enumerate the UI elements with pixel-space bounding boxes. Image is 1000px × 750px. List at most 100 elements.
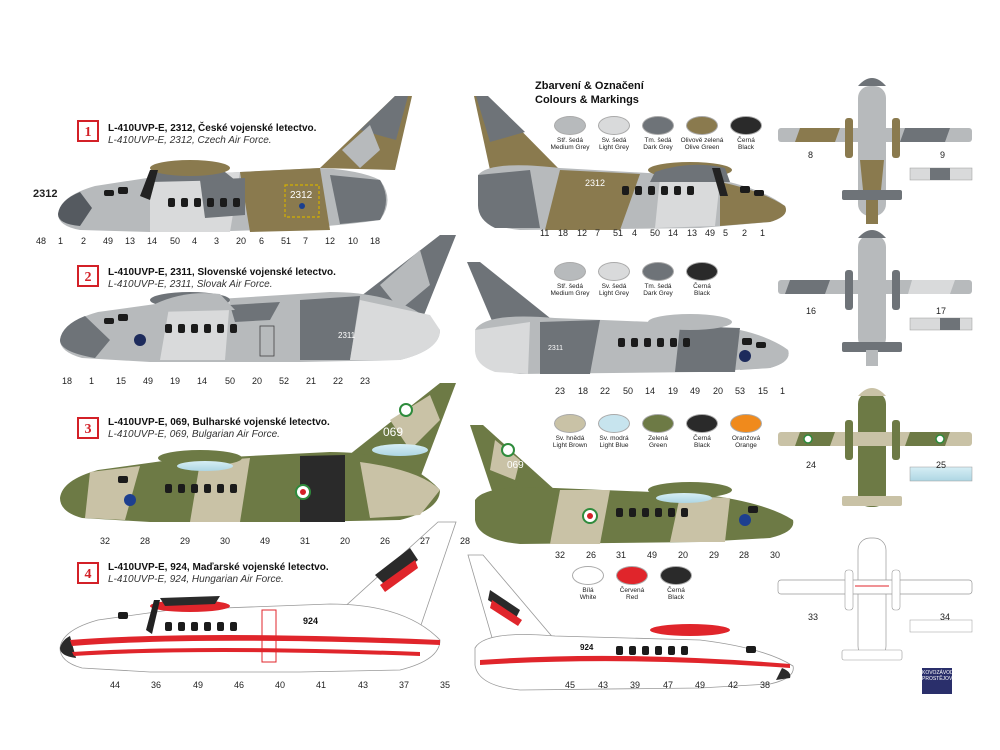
scheme-1-title-en: L-410UVP-E, 2312, Czech Air Force. <box>108 135 272 146</box>
callout-s1_plan-8: 8 <box>808 150 814 160</box>
aircraft-3-right-profile: 069 <box>470 425 794 544</box>
swatch-label-en: Light Grey <box>599 144 629 151</box>
callout-s1_right-49: 49 <box>705 228 716 238</box>
callout-s3_left-49: 49 <box>260 536 271 546</box>
callout-s1_right-12: 12 <box>577 228 588 238</box>
callout-s2_right-19: 19 <box>668 386 679 396</box>
swatch-color-chip <box>616 566 648 585</box>
callout-s1_plan-9: 9 <box>940 150 946 160</box>
swatch-label-cz: Černá <box>737 137 755 144</box>
swatch-label-en: Medium Grey <box>550 144 590 151</box>
swatch-label-en: Black <box>738 144 754 151</box>
aircraft-4-left-profile: 924 <box>59 521 457 673</box>
callout-s2_right-22: 22 <box>600 386 611 396</box>
svg-text:2312: 2312 <box>290 190 313 201</box>
aircraft-2-right-profile: 2311 <box>467 262 789 374</box>
aircraft-1-plan-view <box>778 78 973 224</box>
scheme-4-title-en: L-410UVP-E, 924, Hungarian Air Force. <box>108 574 284 585</box>
swatch-label-en: Orange <box>735 442 757 449</box>
callout-s4_right-38: 38 <box>760 680 771 690</box>
swatch-color-chip <box>554 116 586 135</box>
swatch-color-chip <box>642 414 674 433</box>
legend-heading: Zbarvení & Označení Colours & Markings <box>535 79 644 107</box>
swatch-label-en: Dark Grey <box>643 144 673 151</box>
svg-text:069: 069 <box>507 460 524 471</box>
callout-s1_left-1: 1 <box>58 236 64 246</box>
callout-s4_plan-34: 34 <box>940 612 951 622</box>
callout-s1_right-11: 11 <box>540 228 550 238</box>
callout-s2_right-50: 50 <box>623 386 634 396</box>
callout-s2_right-53: 53 <box>735 386 746 396</box>
callout-s2_left-1: 1 <box>89 376 95 386</box>
callout-s1_right-1: 1 <box>760 228 766 238</box>
callout-s4_plan-33: 33 <box>808 612 819 622</box>
callout-s1_left-2: 2 <box>81 236 87 246</box>
swatch-label-en: Light Brown <box>552 442 588 449</box>
swatch-label-cz: Bílá <box>582 587 594 594</box>
callout-s2_right-23: 23 <box>555 386 566 396</box>
swatch-label-en: Dark Grey <box>643 290 673 297</box>
callout-s3_left-20: 20 <box>340 536 351 546</box>
callout-s3_right-26: 26 <box>586 550 597 560</box>
swatch-label-cz: Stř. šedá <box>556 283 583 290</box>
swatch-label-en: Medium Grey <box>550 290 590 297</box>
callout-s2_left-14: 14 <box>197 376 208 386</box>
callout-s1_left-3: 3 <box>214 236 220 246</box>
scheme-1-badge: 1 <box>77 120 99 142</box>
swatch-label-cz: Černá <box>693 283 711 290</box>
callout-s2_left-15: 15 <box>116 376 127 386</box>
scheme-2-title: L-410UVP-E, 2311, Slovenské vojenské let… <box>108 267 336 291</box>
svg-text:3: 3 <box>85 422 92 437</box>
swatch-label-cz: Tm. šedá <box>644 283 672 290</box>
manufacturer-logo: KOVOZÁVODY PROSTĚJOV <box>922 668 958 694</box>
callout-s4_left-40: 40 <box>275 680 286 690</box>
swatch-label-en: Black <box>694 442 710 449</box>
callout-s3_right-32: 32 <box>555 550 566 560</box>
callout-s2_right-14: 14 <box>645 386 656 396</box>
callout-s4_left-44: 44 <box>110 680 121 690</box>
callout-s2_right-20: 20 <box>713 386 724 396</box>
scheme-4-badge: 4 <box>77 562 99 584</box>
callout-s1_left-18: 18 <box>370 236 381 246</box>
logo-text: KOVOZÁVODY PROSTĚJOV <box>922 670 958 682</box>
callout-s1_left-13: 13 <box>125 236 136 246</box>
scheme-2-title-en: L-410UVP-E, 2311, Slovak Air Force. <box>108 279 273 290</box>
callout-s3_left-29: 29 <box>180 536 191 546</box>
swatch-color-chip <box>730 116 762 135</box>
svg-text:2: 2 <box>85 270 92 285</box>
callout-s2_right-15: 15 <box>758 386 769 396</box>
callout-s3_right-29: 29 <box>709 550 720 560</box>
swatch-label-cz: Sv. modrá <box>599 435 629 442</box>
svg-text:4: 4 <box>85 567 92 582</box>
swatch-label-cz: Olivově zelená <box>680 137 724 144</box>
swatch-label-en: Black <box>694 290 710 297</box>
aircraft-2-plan-view <box>778 230 973 366</box>
callout-s3_right-49: 49 <box>647 550 658 560</box>
swatch-label-cz: Stř. šedá <box>556 137 583 144</box>
callout-s3_left-30: 30 <box>220 536 231 546</box>
callout-s3_right-20: 20 <box>678 550 689 560</box>
callout-s2_right-1: 1 <box>780 386 786 396</box>
callout-s1_left-6: 6 <box>259 236 265 246</box>
callout-s3_left-26: 26 <box>380 536 391 546</box>
swatch-label-en: Olive Green <box>684 144 720 151</box>
svg-text:1: 1 <box>85 125 92 140</box>
swatch-color-chip <box>686 116 718 135</box>
callout-s1_right-5: 5 <box>723 228 729 238</box>
aircraft-1-left-profile: 2312 <box>58 96 412 232</box>
callout-s4_right-39: 39 <box>630 680 641 690</box>
callout-s3_plan-24: 24 <box>806 460 817 470</box>
swatch-label-en: Light Blue <box>599 442 629 449</box>
swatch-label-en: Green <box>648 442 668 449</box>
callout-s1_left-51: 51 <box>281 236 292 246</box>
swatch-label-en: White <box>579 594 597 601</box>
